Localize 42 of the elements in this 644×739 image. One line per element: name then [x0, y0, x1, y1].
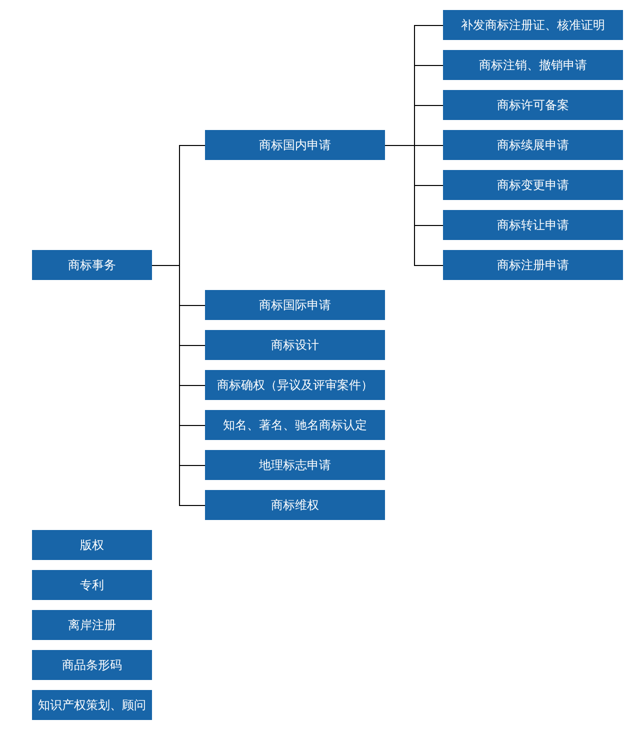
box-label: 商标许可备案: [497, 98, 569, 112]
category-box: [32, 570, 152, 600]
box-label: 商品条形码: [62, 658, 122, 672]
category-box: [32, 530, 152, 560]
box-label: 商标确权（异议及评审案件）: [217, 378, 373, 392]
connector-line: [384, 145, 444, 266]
category-box: [205, 290, 385, 320]
box-label: 商标国内申请: [259, 138, 331, 152]
category-box: [205, 490, 385, 520]
box-label: 版权: [80, 538, 104, 552]
category-box: [443, 50, 623, 80]
category-box: [205, 450, 385, 480]
box-label: 商标续展申请: [497, 138, 569, 152]
box-label: 商标转让申请: [497, 218, 569, 232]
box-label: 地理标志申请: [259, 458, 331, 472]
category-box: [205, 370, 385, 400]
box-label: 商标国际申请: [259, 298, 331, 312]
box-label: 知识产权策划、顾问: [38, 698, 146, 712]
category-box: [205, 410, 385, 440]
category-box: [32, 690, 152, 720]
category-box: [32, 250, 152, 280]
category-box: [443, 170, 623, 200]
box-label: 商标注册申请: [497, 258, 569, 272]
box-label: 补发商标注册证、核准证明: [461, 18, 605, 32]
category-box: [443, 130, 623, 160]
category-box: [443, 250, 623, 280]
category-box: [443, 10, 623, 40]
category-box: [32, 650, 152, 680]
box-label: 商标变更申请: [497, 178, 569, 192]
box-label: 知名、著名、驰名商标认定: [223, 418, 367, 432]
category-box: [205, 330, 385, 360]
box-label: 商标设计: [271, 338, 319, 352]
connector-line: [152, 265, 206, 506]
box-label: 离岸注册: [68, 618, 116, 632]
category-box: [205, 130, 385, 160]
category-box: [32, 610, 152, 640]
box-label: 商标维权: [271, 498, 319, 512]
box-label: 专利: [80, 578, 104, 592]
category-box: [443, 90, 623, 120]
box-label: 商标注销、撤销申请: [479, 58, 587, 72]
box-label: 商标事务: [68, 258, 116, 272]
category-box: [443, 210, 623, 240]
